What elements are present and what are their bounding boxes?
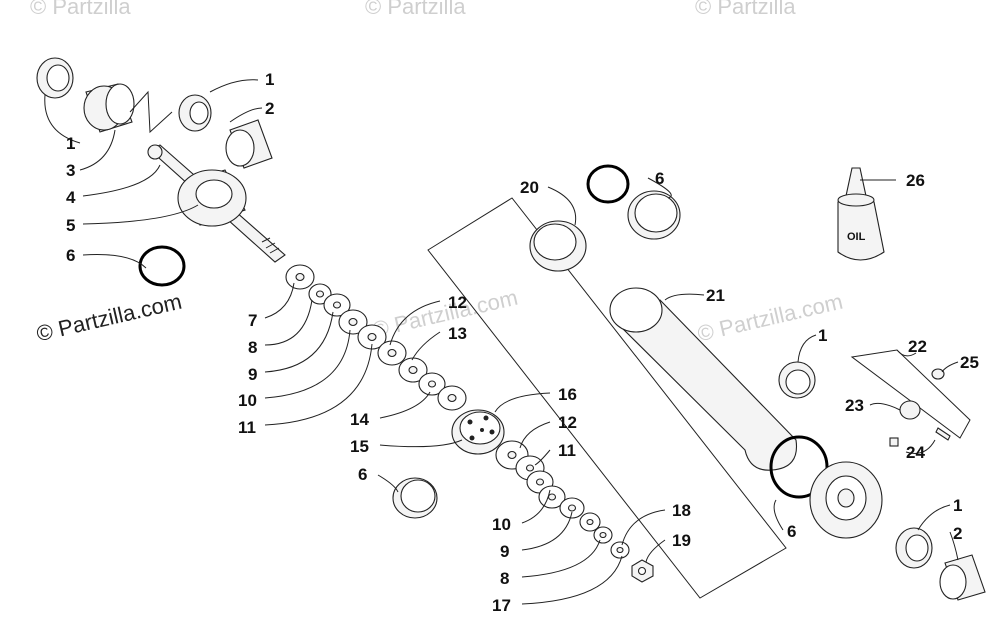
callout-12: 12 <box>448 293 467 312</box>
callout-1: 1 <box>818 326 827 345</box>
oil-bottle-part <box>837 167 885 261</box>
frame-box <box>427 197 787 599</box>
callout-2: 2 <box>265 99 274 118</box>
callout-24: 24 <box>906 443 925 462</box>
shaft-part <box>147 144 286 263</box>
oil-label: OIL <box>847 231 866 243</box>
watermark-top-middle: © Partzilla <box>365 0 466 19</box>
callout-16: 16 <box>558 385 577 404</box>
callout-20: 20 <box>520 178 539 197</box>
spacer-part <box>939 554 986 601</box>
valve-box <box>850 349 971 439</box>
callout-26: 26 <box>906 171 925 190</box>
bushing-part <box>36 57 74 99</box>
sleeve-part <box>83 83 135 133</box>
callout-2: 2 <box>953 524 962 543</box>
watermark-top-right: © Partzilla <box>695 0 796 19</box>
callout-6: 6 <box>655 169 664 188</box>
callout-12: 12 <box>558 413 577 432</box>
callout-17: 17 <box>492 596 511 615</box>
piston-band-part <box>392 477 438 519</box>
callout-18: 18 <box>672 501 691 520</box>
nut-hole <box>637 566 647 576</box>
callout-3: 3 <box>66 161 75 180</box>
callout-10: 10 <box>492 515 511 534</box>
callout-11: 11 <box>558 441 576 460</box>
callout-6: 6 <box>787 522 796 541</box>
break-mark <box>129 90 173 134</box>
washer-stack <box>285 264 467 411</box>
callout-9: 9 <box>248 365 257 384</box>
callout-14: 14 <box>350 410 369 429</box>
callout-4: 4 <box>66 188 76 207</box>
callout-9: 9 <box>500 542 509 561</box>
callout-6: 6 <box>358 465 367 484</box>
cap-part <box>529 220 587 272</box>
callout-1: 1 <box>66 134 75 153</box>
piston-part <box>451 409 505 455</box>
callout-15: 15 <box>350 437 369 456</box>
callout-19: 19 <box>672 531 691 550</box>
callout-8: 8 <box>500 569 509 588</box>
callout-22: 22 <box>908 337 927 356</box>
callout-10: 10 <box>238 391 257 410</box>
callout-1: 1 <box>265 70 274 89</box>
callout-21: 21 <box>706 286 725 305</box>
callout-25: 25 <box>960 353 979 372</box>
valve-part <box>889 368 951 447</box>
bushing-part <box>178 94 212 132</box>
callout-7: 7 <box>248 311 257 330</box>
callout-6: 6 <box>66 246 75 265</box>
callout-1: 1 <box>953 496 962 515</box>
callout-11: 11 <box>238 418 256 437</box>
callout-13: 13 <box>448 324 467 343</box>
callout-8: 8 <box>248 338 257 357</box>
bushing-part <box>895 527 933 569</box>
shock-body-part <box>609 287 798 471</box>
o-ring-part <box>586 164 630 204</box>
watermark-top-left: © Partzilla <box>30 0 131 19</box>
spacer-part <box>225 119 273 169</box>
callout-23: 23 <box>845 396 864 415</box>
washer-stack-lower <box>495 440 630 559</box>
band-part <box>627 190 681 240</box>
callout-5: 5 <box>66 216 75 235</box>
end-eye-part <box>809 461 883 539</box>
bushing-part <box>778 361 816 399</box>
o-ring-part <box>138 245 186 287</box>
